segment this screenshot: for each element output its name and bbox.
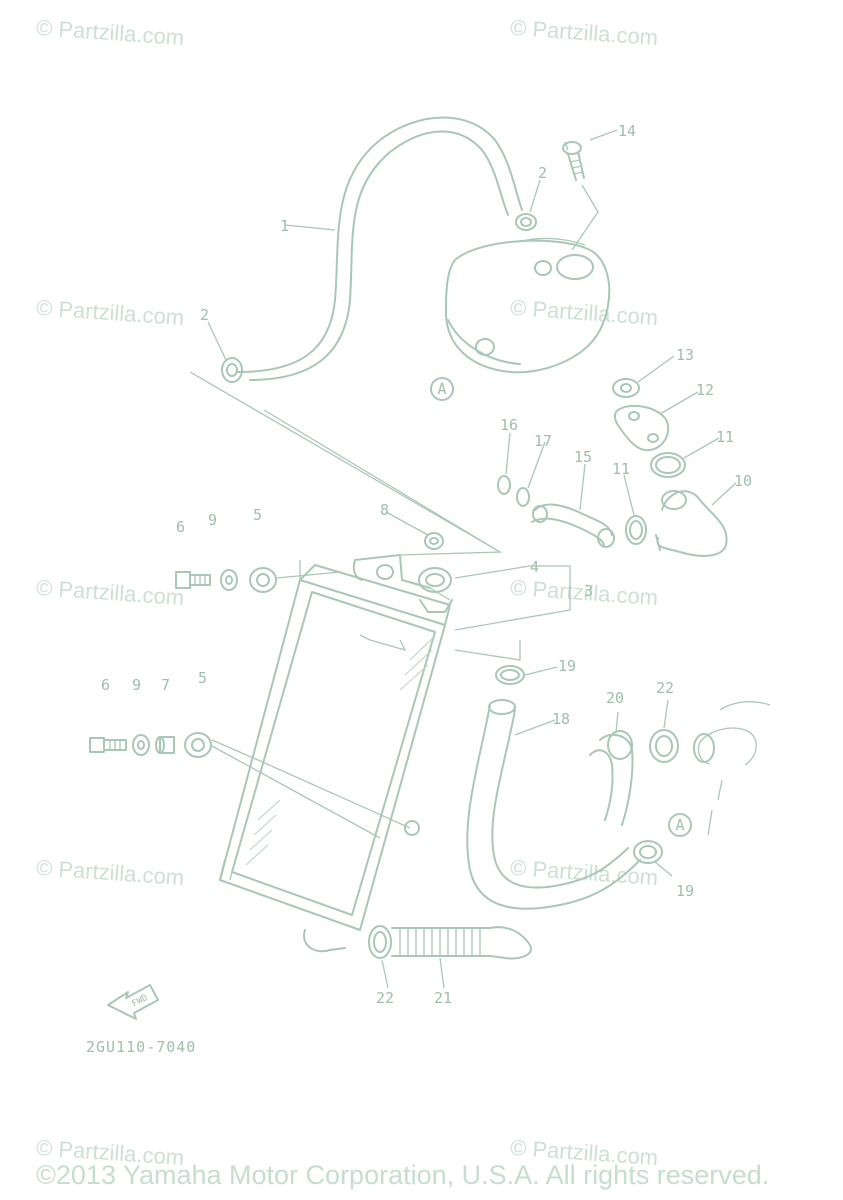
grommet[interactable] [424, 532, 444, 550]
callout-21: 21 [434, 989, 452, 1007]
collar[interactable] [155, 736, 175, 754]
radiator-hose-lower[interactable] [466, 699, 641, 910]
callout-8: 8 [380, 501, 389, 519]
callout-1: 1 [280, 217, 289, 235]
o-ring[interactable] [516, 487, 530, 507]
callout-17: 17 [534, 432, 552, 450]
corrugated-hose[interactable] [391, 926, 532, 960]
forward-arrow-icon: FWD [107, 984, 159, 1020]
callout-14: 14 [618, 122, 636, 140]
washer[interactable] [220, 569, 238, 591]
hose-clamp[interactable] [221, 357, 243, 383]
callout-2: 2 [200, 306, 209, 324]
hose-clamp[interactable] [650, 452, 686, 478]
callout-9: 9 [132, 676, 141, 694]
callout-18: 18 [552, 710, 570, 728]
bracket[interactable] [613, 404, 670, 452]
callout-7: 7 [161, 676, 170, 694]
hose-clamp[interactable] [515, 213, 537, 231]
callout-20: 20 [606, 689, 624, 707]
callout-22: 22 [656, 679, 674, 697]
callout-12: 12 [696, 381, 714, 399]
hose-clamp[interactable] [368, 925, 392, 959]
callout-22: 22 [376, 989, 394, 1007]
o-ring[interactable] [497, 475, 511, 495]
callout-15: 15 [574, 448, 592, 466]
callout-13: 13 [676, 346, 694, 364]
callout-6: 6 [176, 518, 185, 536]
diagram-code: 2GU110-7040 [86, 1038, 196, 1056]
leader-lines [189, 129, 737, 989]
reference-marker: A [668, 813, 692, 837]
callout-19: 19 [558, 657, 576, 675]
hose-clamp[interactable] [633, 840, 663, 864]
radiator-hose-upper[interactable] [655, 490, 728, 557]
reservoir-tank[interactable] [444, 237, 611, 374]
callout-3: 3 [584, 582, 593, 600]
hose-clamp[interactable] [495, 665, 525, 685]
callout-4: 4 [530, 558, 539, 576]
washer[interactable] [132, 734, 150, 756]
radiator-cap[interactable] [418, 567, 453, 613]
water-pipe[interactable] [531, 503, 615, 548]
callout-10: 10 [734, 472, 752, 490]
elbow-hose[interactable] [589, 730, 634, 826]
callout-5: 5 [198, 669, 207, 687]
callout-6: 6 [101, 676, 110, 694]
callout-19: 19 [676, 882, 694, 900]
callout-2: 2 [538, 164, 547, 182]
bolt[interactable] [562, 141, 585, 181]
callout-5: 5 [253, 506, 262, 524]
bolt[interactable] [175, 571, 211, 589]
reference-label: A [437, 380, 446, 398]
damper[interactable] [184, 732, 212, 758]
callout-11: 11 [612, 460, 630, 478]
hose-clamp[interactable] [625, 515, 647, 545]
engine-outlet [693, 701, 771, 836]
hose-clamp[interactable] [649, 729, 679, 763]
reference-marker: A [430, 377, 454, 401]
bolt[interactable] [89, 737, 127, 753]
callout-numbers: 1 2 2 3 4 5 5 6 6 7 8 9 9 10 11 11 12 13… [101, 122, 752, 1007]
callout-16: 16 [500, 416, 518, 434]
callout-11: 11 [716, 428, 734, 446]
radiator[interactable] [219, 554, 451, 953]
callout-9: 9 [208, 511, 217, 529]
reference-label: A [675, 816, 684, 834]
copyright-notice: ©2013 Yamaha Motor Corporation, U.S.A. A… [36, 1160, 770, 1190]
overflow-hose[interactable] [237, 116, 523, 381]
grommet[interactable] [612, 378, 640, 398]
damper[interactable] [249, 567, 277, 593]
